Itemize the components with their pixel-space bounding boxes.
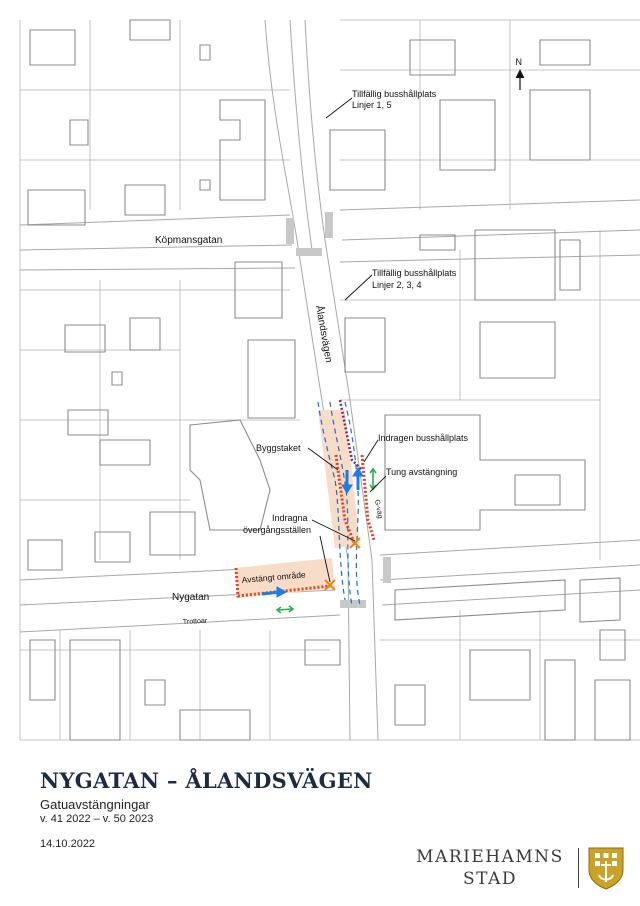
- label-overgangsstallen: övergångsställen: [243, 525, 311, 535]
- street-nygatan: Nygatan: [172, 592, 209, 603]
- label-byggstaket: Byggstaket: [256, 443, 301, 453]
- road-outlines: [19, 19, 640, 741]
- label-indragna: Indragna: [272, 513, 308, 523]
- logo-text: MARIEHAMNS STAD: [408, 846, 572, 890]
- logo-line-2: STAD: [463, 869, 517, 889]
- page-subtitle: Gatuavstängningar: [40, 797, 150, 812]
- crosswalks: [286, 212, 391, 608]
- document-date: 14.10.2022: [40, 838, 96, 850]
- street-trottoar: Trottoar: [183, 618, 208, 626]
- construction-fence: [234, 454, 376, 598]
- heavy-barrier: [338, 399, 363, 471]
- period-weeks: v. 41 2022 – v. 50 2023: [40, 813, 154, 825]
- coat-of-arms-icon: [588, 847, 624, 890]
- street-gc-vag: G-väg: [373, 499, 383, 519]
- buildings: [27, 19, 631, 741]
- pedestrian-arrows: [275, 467, 377, 614]
- mariehamns-stad-logo: MARIEHAMNS STAD: [408, 846, 626, 890]
- street-kopmansgatan: Köpmansgatan: [155, 235, 222, 246]
- label-bus-stop-1: Tillfällig busshållplats: [352, 89, 437, 99]
- page-title: NYGATAN – ÅLANDSVÄGEN: [40, 768, 373, 793]
- property-lines: [19, 19, 640, 741]
- logo-line-1: MARIEHAMNS: [416, 847, 564, 867]
- lane-markings: [317, 401, 361, 606]
- logo-divider: [578, 848, 579, 888]
- label-bus-stop-1-lines: Linjer 1, 5: [352, 100, 392, 110]
- street-alandsvagen: Ålandsvägen: [313, 304, 336, 363]
- label-bus-stop-2-lines: Linjer 2, 3, 4: [372, 280, 422, 290]
- label-bus-stop-2: Tillfällig busshållplats: [372, 268, 457, 278]
- traffic-arrows: [261, 467, 364, 598]
- label-indragen-busshallplats: Indragen busshållplats: [378, 433, 469, 443]
- north-arrow-icon: N: [516, 57, 525, 90]
- north-label: N: [516, 57, 523, 67]
- label-tung-avstangning: Tung avstängning: [386, 467, 457, 477]
- leader-lines: [307, 97, 387, 583]
- site-map[interactable]: N Köpmansgatan Ålandsvägen Nygatan Trott…: [0, 0, 640, 745]
